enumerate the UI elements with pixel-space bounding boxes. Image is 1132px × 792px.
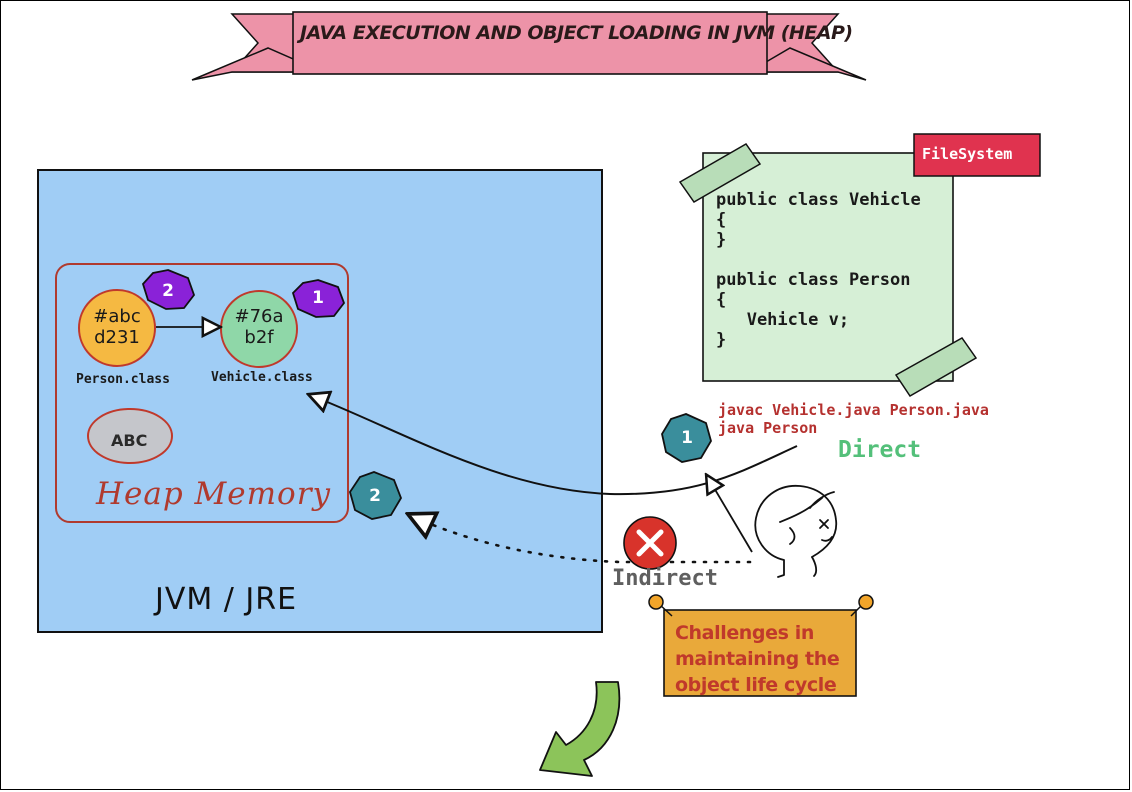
person-class-label: Person.class: [76, 372, 170, 387]
tape-strip: [894, 337, 978, 398]
cancel-x-icon: [623, 516, 677, 570]
hexagon-badge: [141, 269, 196, 310]
indirect-arrow: [410, 515, 752, 564]
direct-arrow: [310, 395, 798, 496]
person-order-number: 2: [162, 281, 174, 301]
vehicle-object-hash: #76a b2f: [224, 306, 294, 348]
hash-line: b2f: [244, 327, 274, 348]
user-arrow: [707, 476, 753, 553]
source-code: public class Vehicle { } public class Pe…: [716, 190, 921, 350]
abc-object-node: [87, 408, 173, 464]
hash-line: #76a: [234, 306, 284, 327]
diagram-title: JAVA EXECUTION AND OBJECT LOADING IN JVM…: [300, 22, 853, 44]
vehicle-order-number: 1: [312, 288, 324, 308]
vehicle-class-label: Vehicle.class: [211, 370, 313, 385]
push-pin-icon: [858, 594, 874, 610]
code-line: Vehicle v;: [716, 310, 850, 330]
compile-command: javac Vehicle.java Person.java: [718, 401, 989, 419]
code-line: }: [716, 330, 727, 350]
indirect-step-number: 2: [369, 486, 381, 506]
filesystem-tag: [913, 133, 1041, 177]
hexagon-badge: [291, 279, 346, 318]
indirect-label: Indirect: [612, 566, 718, 591]
filesystem-note: [702, 152, 954, 382]
heap-memory-label: Heap Memory: [96, 476, 332, 512]
person-head-icon: [754, 485, 838, 578]
curved-down-arrow-icon: [539, 681, 621, 777]
filesystem-label: FileSystem: [922, 145, 1013, 163]
command-list: javac Vehicle.java Person.java java Pers…: [718, 401, 989, 437]
person-object-node: [78, 289, 156, 367]
jvm-box: [37, 169, 603, 633]
code-line: {: [716, 210, 727, 230]
hash-line: d231: [94, 327, 140, 348]
challenge-note: [663, 609, 857, 697]
hexagon-badge: [349, 471, 402, 520]
run-command: java Person: [718, 419, 818, 437]
heap-memory-box: [55, 263, 349, 523]
person-object-hash: #abc d231: [82, 306, 152, 348]
code-line: public class Person: [716, 270, 911, 290]
code-line: {: [716, 290, 727, 310]
push-pin-icon: [648, 594, 664, 610]
direct-step-number: 1: [681, 428, 693, 448]
tape-strip: [678, 143, 762, 203]
challenge-note-text: Challenges in maintaining the object lif…: [675, 622, 840, 696]
hexagon-badge: [661, 413, 712, 463]
direct-label: Direct: [838, 437, 922, 463]
code-line: public class Vehicle: [716, 190, 921, 210]
hash-line: #abc: [93, 306, 141, 327]
code-line: }: [716, 230, 727, 250]
title-ribbon: [191, 11, 867, 81]
abc-object-label: ABC: [111, 431, 148, 450]
jvm-label: JVM / JRE: [155, 582, 298, 617]
